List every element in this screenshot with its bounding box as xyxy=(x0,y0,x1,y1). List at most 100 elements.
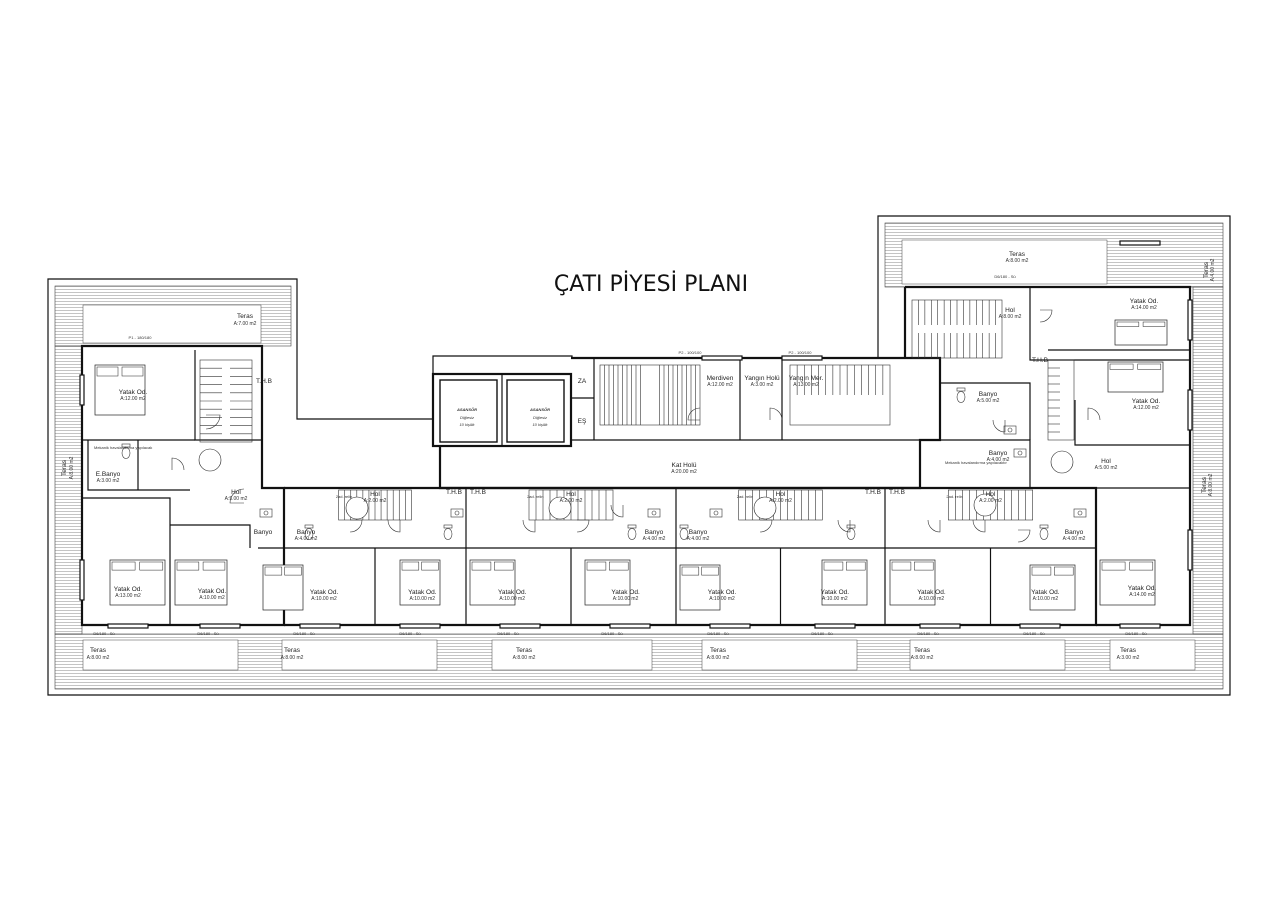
right-teras-top-area: A:8.00 m2 xyxy=(1006,258,1029,264)
pillow xyxy=(609,561,629,571)
bottom-window-code-11: D6/180 - Sü xyxy=(1125,631,1146,636)
bed-frame xyxy=(679,564,721,611)
pillow xyxy=(471,561,492,571)
terrace-label-boxes xyxy=(82,239,1196,671)
pillow xyxy=(914,561,934,571)
bed-frame xyxy=(1107,361,1164,393)
bottom-window-code-4: D6/180 - Sü xyxy=(399,631,420,636)
window-marks xyxy=(79,240,1193,629)
left-ebanyo: E.Banyo xyxy=(96,471,121,478)
door-swing xyxy=(522,519,536,533)
mid-banyo-3: Banyo xyxy=(689,529,708,536)
pillow xyxy=(1101,561,1126,571)
toilet-tank xyxy=(627,524,637,529)
left-window-code: P1 - 180/180 xyxy=(129,335,153,340)
sink-bowl xyxy=(1077,510,1083,516)
bottom-window-code-2: D6/180 - Sü xyxy=(197,631,218,636)
right-hol-mid-area: A:5.00 m2 xyxy=(1095,465,1118,471)
bed-frame xyxy=(469,559,516,606)
kat-holu-area: A:20.00 m2 xyxy=(671,469,697,475)
window xyxy=(709,623,751,629)
door-swing xyxy=(1017,529,1031,543)
ventilation-shaft xyxy=(198,448,222,472)
toilet-tank xyxy=(1039,524,1049,529)
mid-yatak-a-3: Yatak Od. xyxy=(708,589,737,596)
mid-hol-1: Hol xyxy=(370,491,380,498)
bottom-teras-area-4: A:8.00 m2 xyxy=(707,655,730,661)
right-yatak-top: Yatak Od. xyxy=(1130,298,1159,305)
sink xyxy=(450,508,464,518)
toilet-tank xyxy=(304,524,314,529)
mid-yatak-b-area-1: A:10.00 m2 xyxy=(410,596,436,602)
mid-yatak-a-1: Yatak Od. xyxy=(310,589,339,596)
door-swing xyxy=(229,488,245,504)
bed-frame xyxy=(1029,564,1076,611)
bottom-window-code-5: D6/180 - Sü xyxy=(497,631,518,636)
mid-hol-area-1: A:2.00 m2 xyxy=(364,498,387,504)
window xyxy=(1019,623,1061,629)
right-thb: T.H.B xyxy=(1032,357,1048,364)
stair-treads xyxy=(200,300,1060,520)
pillow xyxy=(891,561,912,571)
sink xyxy=(647,508,661,518)
toilet xyxy=(304,528,314,540)
left-hol: Hol xyxy=(231,489,241,496)
pillow xyxy=(1054,566,1074,576)
sink xyxy=(1073,508,1087,518)
window xyxy=(1187,299,1193,341)
sink xyxy=(1003,425,1017,435)
bottom-teras-6: Teras xyxy=(1120,647,1137,654)
sink-bowl xyxy=(454,510,460,516)
toilet xyxy=(627,528,637,540)
right-yatak-top-area: A:14.00 m2 xyxy=(1131,305,1157,311)
right-mekanik-note: Mekanik havalandırma yapılacaktır xyxy=(945,460,1007,465)
lift2-label: ASANSÖR xyxy=(529,407,550,412)
core-yangin-holu: Yangın Holü xyxy=(744,375,780,382)
toilet xyxy=(956,391,966,403)
lift1-note: Diğlesiz xyxy=(460,415,474,420)
pillow xyxy=(1116,321,1140,327)
right-banyo-top: Banyo xyxy=(979,391,998,398)
mid-banyo-area-2: A:4.00 m2 xyxy=(643,536,666,542)
pillow xyxy=(1031,566,1052,576)
left-thb: T.H.B xyxy=(256,378,272,385)
sink-bowl xyxy=(713,510,719,516)
pillow xyxy=(96,366,119,377)
mid-stair-note-2: 2ad. relin xyxy=(527,494,543,499)
window xyxy=(499,623,541,629)
door-swing xyxy=(1087,407,1101,421)
pillow xyxy=(846,561,866,571)
mid-thb-4: T.H.B xyxy=(889,489,905,496)
toilet xyxy=(121,447,131,459)
bottom-teras-5: Teras xyxy=(914,647,931,654)
left-hol-area: A:5.00 m2 xyxy=(225,496,248,502)
door-swing xyxy=(205,414,221,430)
core-yangin-mer-area: A:13.00 m2 xyxy=(793,382,819,388)
right-banyo-mid: Banyo xyxy=(989,450,1008,457)
left-yatak1-area: A:12.00 m2 xyxy=(120,396,146,402)
sink-bowl xyxy=(263,510,269,516)
ventilation-shaft xyxy=(548,496,572,520)
mid-yatak-b-area-4: A:10.00 m2 xyxy=(1033,596,1059,602)
mid-hol-3: Hol xyxy=(776,491,786,498)
right-side-teras-1: Teras xyxy=(1203,261,1210,278)
mid-thb-3: T.H.B xyxy=(865,489,881,496)
bottom-teras-area-5: A:8.00 m2 xyxy=(911,655,934,661)
mid-hol-area-3: A:2.00 m2 xyxy=(769,498,792,504)
toilet-tank xyxy=(846,524,856,529)
pillow xyxy=(1129,561,1154,571)
bed-frame xyxy=(1114,319,1168,346)
mid-banyo-area-1: A:4.00 m2 xyxy=(295,536,318,542)
door-swing xyxy=(837,519,851,533)
ventilation-shaft xyxy=(1050,450,1074,474)
bottom-window-code-6: D6/180 - Sü xyxy=(601,631,622,636)
bottom-teras-area-3: A:8.00 m2 xyxy=(513,655,536,661)
bottom-window-code-10: D6/180 - Sü xyxy=(1023,631,1044,636)
mid-hol-area-2: A:2.00 m2 xyxy=(560,498,583,504)
door-swing xyxy=(769,407,783,421)
right-side-teras-2: Teras xyxy=(1201,476,1208,493)
bottom-teras-2: Teras xyxy=(284,647,301,654)
mid-yatak-a-2: Yatak Od. xyxy=(498,589,527,596)
pillow xyxy=(681,566,700,576)
